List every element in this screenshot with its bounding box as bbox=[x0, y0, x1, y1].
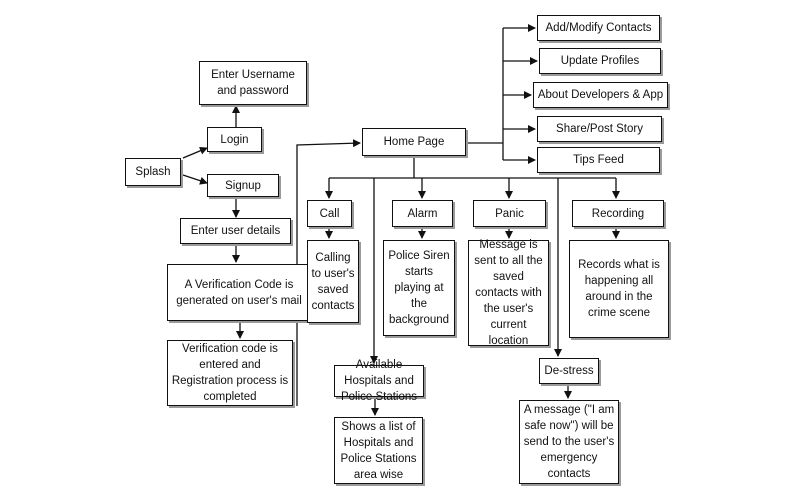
add-modify-contacts-box: Add/Modify Contacts bbox=[537, 15, 660, 41]
panic-box: Panic bbox=[473, 200, 546, 227]
about-developers-label: About Developers & App bbox=[537, 89, 664, 101]
alarm-label: Alarm bbox=[407, 207, 438, 220]
panic-label: Panic bbox=[495, 207, 524, 220]
records-scene-label: Records what is happening all around in … bbox=[578, 259, 660, 319]
tips-feed-label: Tips Feed bbox=[573, 154, 624, 166]
destress-message-box: A message ("I am safe now") will be send… bbox=[519, 400, 619, 484]
alarm-box: Alarm bbox=[392, 200, 453, 227]
enter-username-box: Enter Username and password bbox=[199, 61, 307, 105]
splash-box: Splash bbox=[125, 158, 181, 186]
destress-message-label: A message ("I am safe now") will be send… bbox=[523, 404, 615, 480]
enter-user-details-label: Enter user details bbox=[190, 225, 281, 237]
call-box: Call bbox=[307, 200, 352, 227]
calling-contacts-label: Calling to user's saved contacts bbox=[311, 251, 355, 312]
verification-generated-box: A Verification Code is generated on user… bbox=[167, 264, 311, 321]
police-siren-box: Police Siren starts playing at the backg… bbox=[383, 240, 455, 336]
enter-username-label: Enter Username and password bbox=[211, 69, 295, 97]
recording-box: Recording bbox=[572, 200, 664, 227]
calling-contacts-box: Calling to user's saved contacts bbox=[307, 240, 359, 323]
call-label: Call bbox=[319, 207, 340, 220]
signup-label: Signup bbox=[225, 179, 261, 192]
about-developers-box: About Developers & App bbox=[533, 82, 668, 108]
hospitals-list-box: Shows a list of Hospitals and Police Sta… bbox=[334, 417, 423, 484]
splash-label: Splash bbox=[135, 166, 171, 178]
available-hospitals-label: Available Hospitals and Police Stations bbox=[340, 359, 418, 403]
verification-entered-label: Verification code is entered and Registr… bbox=[171, 343, 289, 403]
available-hospitals-box: Available Hospitals and Police Stations bbox=[334, 359, 424, 403]
recording-label: Recording bbox=[591, 207, 645, 220]
records-scene-box: Records what is happening all around in … bbox=[569, 240, 669, 338]
add-modify-contacts-label: Add/Modify Contacts bbox=[545, 22, 652, 34]
share-post-story-box: Share/Post Story bbox=[537, 116, 662, 142]
update-profiles-box: Update Profiles bbox=[539, 48, 661, 74]
signup-box: Signup bbox=[207, 174, 279, 197]
panic-message-box: Message is sent to all the saved contact… bbox=[468, 239, 549, 347]
update-profiles-label: Update Profiles bbox=[560, 55, 640, 67]
share-post-story-label: Share/Post Story bbox=[556, 123, 643, 135]
tips-feed-box: Tips Feed bbox=[537, 147, 660, 173]
arrow-splash-login bbox=[182, 147, 208, 159]
destress-box: De-stress bbox=[539, 358, 599, 384]
police-siren-label: Police Siren starts playing at the backg… bbox=[388, 250, 450, 326]
login-label: Login bbox=[220, 133, 249, 146]
destress-label: De-stress bbox=[544, 365, 594, 377]
panic-message-label: Message is sent to all the saved contact… bbox=[474, 239, 543, 347]
home-page-label: Home Page bbox=[383, 136, 445, 148]
arrow-splash-signup bbox=[182, 174, 208, 185]
login-box: Login bbox=[207, 127, 262, 152]
hospitals-list-label: Shows a list of Hospitals and Police Sta… bbox=[340, 420, 417, 481]
enter-user-details-box: Enter user details bbox=[180, 218, 291, 244]
verification-generated-label: A Verification Code is generated on user… bbox=[176, 278, 302, 307]
verification-entered-box: Verification code is entered and Registr… bbox=[167, 340, 293, 406]
home-page-box: Home Page bbox=[362, 128, 466, 156]
